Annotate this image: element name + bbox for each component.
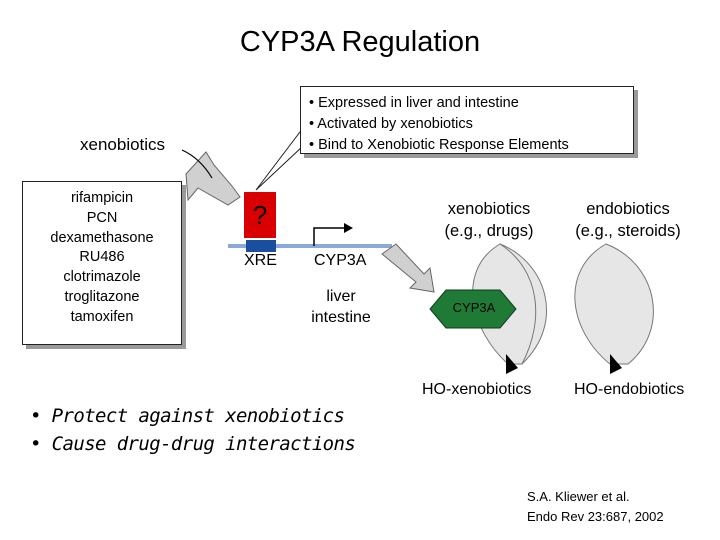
product-endobiotic: HO-endobiotics (574, 381, 685, 398)
endobiotic-substrates-label: endobiotics (e.g., steroids) (562, 198, 694, 242)
endobiotic-product-arrowhead (610, 354, 622, 374)
drug-name: PCN (86, 209, 118, 226)
slide-title: CYP3A Regulation (239, 26, 481, 58)
tissue-liver: liver (326, 288, 356, 305)
xre-label: XRE (244, 252, 277, 269)
drug-name: rifampicin (70, 190, 134, 206)
cyp3a-hexagon (429, 289, 517, 329)
endobiotic-substrates-title: endobiotics (586, 200, 670, 218)
xenobiotic-substrates-label: xenobiotics (e.g., drugs) (430, 198, 548, 242)
expression-arrow (381, 243, 435, 293)
xenobiotics-heading: xenobiotics (80, 135, 166, 154)
citation-authors: S.A. Kliewer et al. (527, 489, 630, 504)
callout-line: • Expressed in liver and intestine (309, 95, 519, 111)
unknown-receptor: ? (244, 192, 276, 238)
xenobiotic-product-arrowhead (506, 354, 518, 374)
gene-label: CYP3A (314, 252, 367, 269)
tissue-label: liver intestine (300, 286, 382, 328)
xre-block (246, 240, 276, 252)
substrate-lobe-endobiotics (574, 243, 654, 365)
drug-name: dexamethasone (50, 229, 154, 246)
transcription-start-arrow (313, 227, 344, 246)
xenobiotic-substrates-title: xenobiotics (447, 200, 531, 218)
drug-name: troglitazone (64, 288, 140, 305)
drug-list-box: rifampicin PCN dexamethasone RU486 clotr… (22, 181, 182, 345)
consequence-item: • Protect against xenobiotics (30, 405, 345, 427)
tissue-intestine: intestine (311, 309, 371, 326)
consequence-item: • Cause drug-drug interactions (30, 433, 356, 455)
callout-tail (255, 126, 304, 191)
enzyme-label: CYP3A (452, 300, 496, 315)
callout-line: • Activated by xenobiotics (309, 116, 473, 132)
drug-name: tamoxifen (70, 308, 134, 325)
citation-journal: Endo Rev 23:687, 2002 (527, 509, 664, 524)
xenobiotics-link-arrow (181, 149, 213, 179)
activation-arrow (185, 151, 241, 206)
xenobiotic-substrates-example: (e.g., drugs) (444, 222, 534, 240)
properties-callout: • Expressed in liver and intestine • Act… (300, 86, 634, 154)
callout-line: • Bind to Xenobiotic Response Elements (309, 137, 569, 153)
citation: S.A. Kliewer et al. Endo Rev 23:687, 200… (527, 487, 664, 527)
drug-name: clotrimazole (63, 269, 141, 286)
consequence-list: • Protect against xenobiotics • Cause dr… (30, 402, 356, 458)
product-xenobiotic: HO-xenobiotics (422, 381, 532, 398)
drug-name: RU486 (79, 249, 125, 266)
endobiotic-substrates-example: (e.g., steroids) (575, 222, 681, 240)
